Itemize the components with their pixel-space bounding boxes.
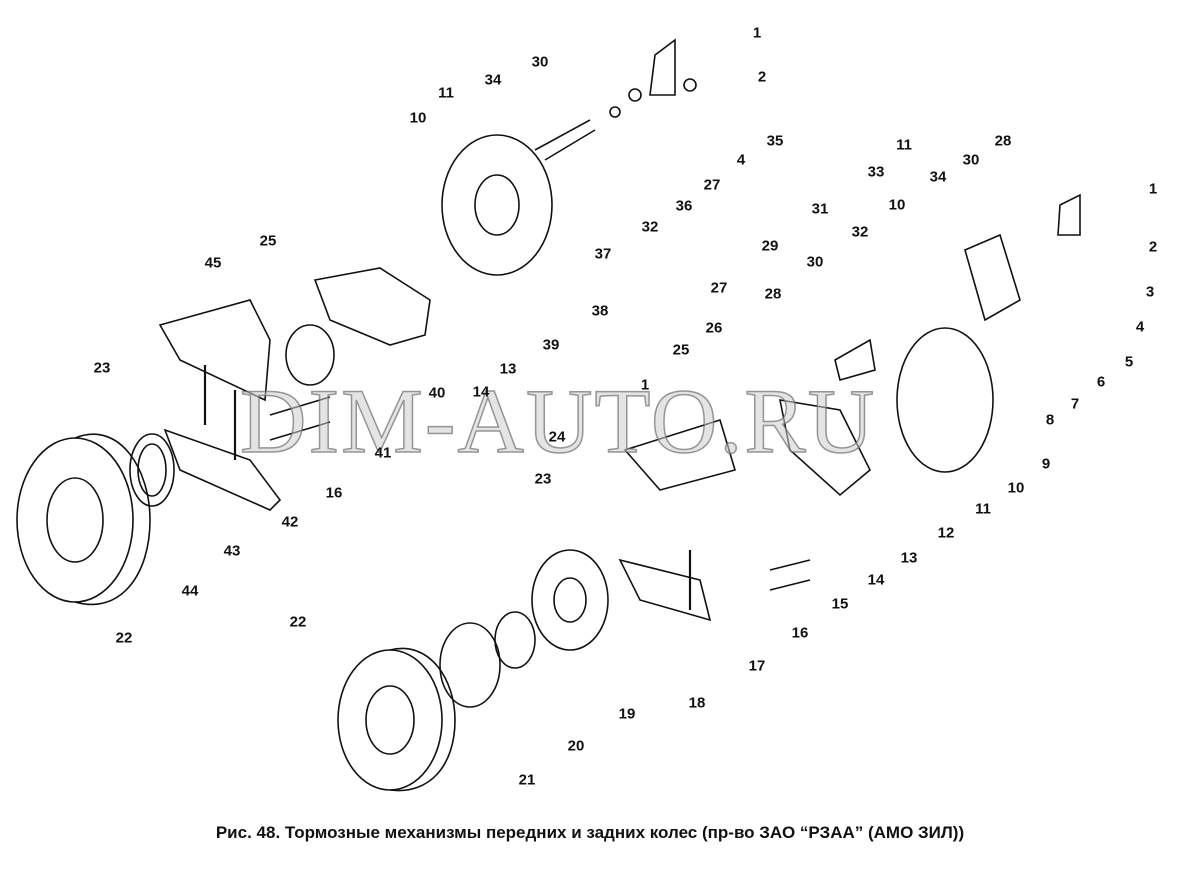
callout-label: 28 xyxy=(994,132,1012,150)
brake-drum-left xyxy=(16,433,151,606)
ring-gear-left xyxy=(129,433,175,507)
callout-label: 26 xyxy=(705,319,723,337)
dust-shield-left xyxy=(441,134,553,276)
callout-label: 37 xyxy=(594,245,612,263)
callout-label: 29 xyxy=(761,237,779,255)
anchor-pins-right xyxy=(769,559,811,591)
callout-label: 34 xyxy=(929,168,947,186)
brake-shoe-upper-left xyxy=(158,299,271,402)
callout-label: 18 xyxy=(688,694,706,712)
callout-label: 9 xyxy=(1041,455,1051,473)
brake-spider-right xyxy=(778,399,871,497)
callout-label: 11 xyxy=(975,500,991,518)
bushing-left xyxy=(285,324,335,386)
hub-right xyxy=(531,549,609,651)
callout-label: 23 xyxy=(93,359,111,377)
callout-label: 13 xyxy=(900,549,918,567)
callout-label: 3 xyxy=(1145,283,1155,301)
brake-shoe-lower-right xyxy=(618,558,712,622)
callout-label: 25 xyxy=(259,232,277,250)
callout-label: 10 xyxy=(888,196,906,214)
callout-label: 25 xyxy=(672,341,690,359)
watermark: DIM-AUTO.RU xyxy=(239,370,877,472)
callout-label: 41 xyxy=(374,444,392,462)
callout-label: 2 xyxy=(757,68,767,86)
callout-label: 31 xyxy=(811,200,829,218)
callout-label: 10 xyxy=(409,109,427,127)
callout-label: 12 xyxy=(937,524,955,542)
callout-label: 21 xyxy=(518,771,536,789)
callout-label: 14 xyxy=(472,383,490,401)
camshaft-bracket-left xyxy=(534,119,596,161)
slack-adjuster-left xyxy=(649,38,676,96)
callout-label: 5 xyxy=(1124,353,1134,371)
callout-label: 17 xyxy=(748,657,766,675)
callout-label: 39 xyxy=(542,336,560,354)
callout-label: 34 xyxy=(484,71,502,89)
brake-spider-left xyxy=(313,267,431,346)
callout-label: 6 xyxy=(1096,373,1106,391)
callout-label: 30 xyxy=(531,53,549,71)
brake-drum-right xyxy=(337,647,456,792)
callout-label: 22 xyxy=(115,629,133,647)
callout-label: 30 xyxy=(806,253,824,271)
callout-label: 16 xyxy=(791,624,809,642)
callout-label: 1 xyxy=(640,376,650,394)
callout-label: 15 xyxy=(831,595,849,613)
callout-label: 27 xyxy=(710,279,728,297)
callout-label: 35 xyxy=(766,132,784,150)
callout-label: 32 xyxy=(641,218,659,236)
callout-label: 1 xyxy=(752,24,762,42)
callout-label: 14 xyxy=(867,571,885,589)
callout-label: 28 xyxy=(764,285,782,303)
seal-ring xyxy=(439,622,501,708)
callout-label: 4 xyxy=(736,151,746,169)
callout-label: 20 xyxy=(567,737,585,755)
ring-gear-right xyxy=(494,611,536,669)
callout-label: 24 xyxy=(548,428,566,446)
chamber-bracket-right xyxy=(964,233,1021,322)
callout-label: 8 xyxy=(1045,411,1055,429)
camshaft-bracket-right xyxy=(834,338,876,381)
callout-label: 16 xyxy=(325,484,343,502)
callout-label: 36 xyxy=(675,197,693,215)
callout-label: 38 xyxy=(591,302,609,320)
callout-label: 11 xyxy=(438,84,454,102)
figure-caption: Рис. 48. Тормозные механизмы передних и … xyxy=(215,823,965,842)
callout-label: 7 xyxy=(1070,395,1080,413)
callout-label: 11 xyxy=(896,136,912,154)
callout-label: 33 xyxy=(867,163,885,181)
callout-label: 10 xyxy=(1007,479,1025,497)
brake-shoe-upper-right xyxy=(623,418,737,491)
callout-label: 23 xyxy=(534,470,552,488)
callout-label: 22 xyxy=(289,613,307,631)
slack-adjuster-right xyxy=(1057,193,1081,236)
dust-shield-right xyxy=(896,327,994,473)
callout-label: 42 xyxy=(281,513,299,531)
callout-label: 19 xyxy=(618,705,636,723)
callout-label: 30 xyxy=(962,151,980,169)
callout-label: 13 xyxy=(499,360,517,378)
callout-label: 2 xyxy=(1148,238,1158,256)
callout-label: 40 xyxy=(428,384,446,402)
callout-label: 43 xyxy=(223,542,241,560)
spring-left xyxy=(203,365,237,460)
callout-label: 27 xyxy=(703,176,721,194)
callout-label: 1 xyxy=(1148,180,1158,198)
callout-label: 32 xyxy=(851,223,869,241)
callout-label: 45 xyxy=(204,254,222,272)
anchor-pins-left xyxy=(269,396,331,441)
callout-label: 4 xyxy=(1135,318,1145,336)
callout-label: 44 xyxy=(181,582,199,600)
